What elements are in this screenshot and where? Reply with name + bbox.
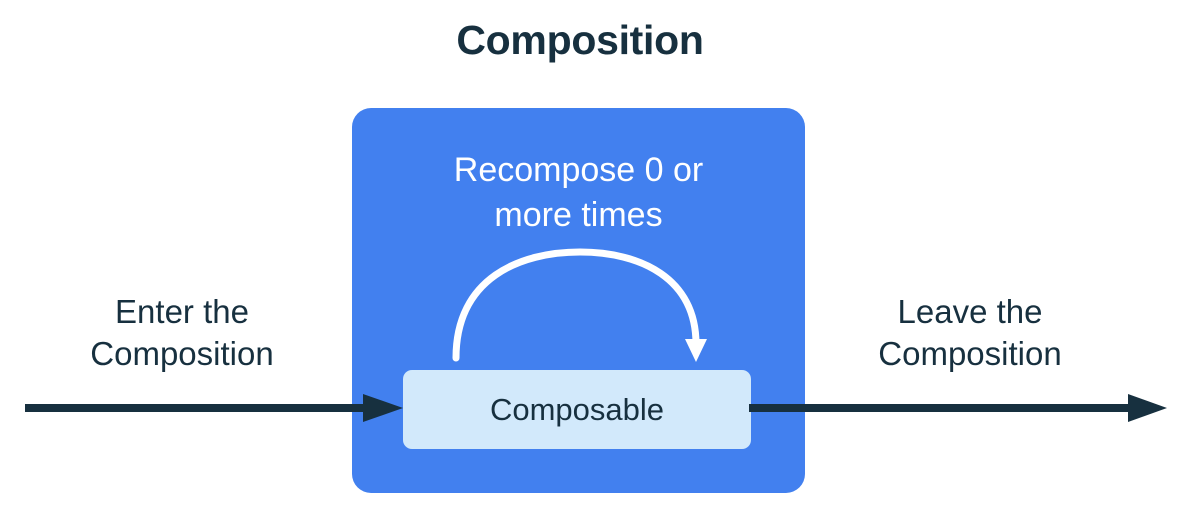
leave-label-line-1: Leave the bbox=[897, 293, 1043, 330]
recompose-caption: Recompose 0 or more times bbox=[352, 148, 805, 238]
recompose-caption-line-2: more times bbox=[494, 195, 663, 234]
recompose-loop-arrow-icon bbox=[452, 248, 707, 362]
enter-flow-arrow-icon bbox=[25, 394, 403, 422]
enter-label-line-1: Enter the bbox=[115, 293, 249, 330]
recompose-caption-line-1: Recompose 0 or bbox=[453, 151, 704, 189]
page-title: Composition bbox=[456, 17, 704, 63]
composable-node-label: Composable bbox=[489, 392, 665, 427]
composable-node[interactable]: Composable bbox=[403, 370, 751, 449]
enter-label-line-2: Composition bbox=[90, 335, 274, 373]
leave-label-line-2: Composition bbox=[878, 335, 1062, 373]
leave-flow-arrow-icon bbox=[749, 394, 1167, 422]
